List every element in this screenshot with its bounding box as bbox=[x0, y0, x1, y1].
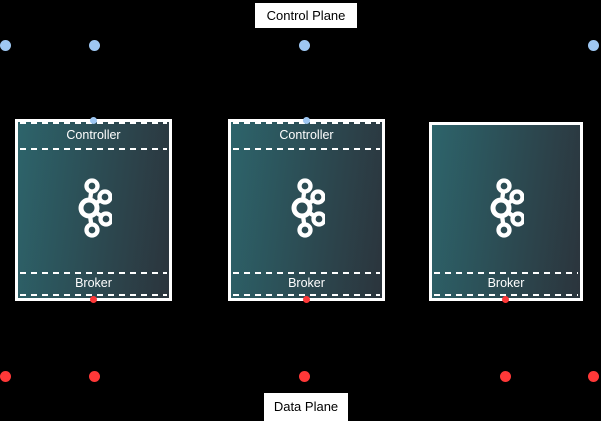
controller-section-label: Controller bbox=[66, 128, 121, 142]
node1-broker-port-dot bbox=[90, 296, 97, 303]
dashed-border-bottom bbox=[233, 294, 380, 296]
kafka-logo-icon bbox=[490, 178, 524, 238]
controller-separator-line bbox=[20, 148, 167, 150]
dashed-border-bottom bbox=[20, 294, 167, 296]
node2-broker-port-dot bbox=[303, 296, 310, 303]
kafka-node-combined-1: Controller Broker bbox=[15, 119, 172, 301]
node2-controller-port-dot bbox=[303, 117, 310, 124]
data-plane-endpoint-dot bbox=[299, 371, 310, 382]
controller-separator-line bbox=[233, 148, 380, 150]
control-plane-endpoint-dot bbox=[0, 40, 11, 51]
control-plane-endpoint-dot bbox=[299, 40, 310, 51]
broker-section-label: Broker bbox=[487, 276, 525, 290]
data-plane-label: Data Plane bbox=[264, 393, 348, 421]
control-plane-endpoint-dot bbox=[89, 40, 100, 51]
kafka-logo-icon bbox=[291, 178, 325, 238]
broker-section-label: Broker bbox=[288, 276, 325, 290]
broker-separator-line bbox=[434, 272, 578, 274]
data-plane-label-text: Data Plane bbox=[273, 399, 339, 414]
broker-separator-line bbox=[20, 272, 167, 274]
broker-section-label: Broker bbox=[75, 276, 112, 290]
node3-broker-port-dot bbox=[502, 296, 509, 303]
kafka-node-broker-only: Broker bbox=[429, 122, 583, 301]
control-plane-label: Control Plane bbox=[255, 3, 357, 28]
data-plane-endpoint-dot bbox=[500, 371, 511, 382]
broker-separator-line bbox=[233, 272, 380, 274]
node1-controller-port-dot bbox=[90, 117, 97, 124]
data-plane-endpoint-dot bbox=[89, 371, 100, 382]
control-plane-label-text: Control Plane bbox=[266, 8, 346, 23]
data-plane-endpoint-dot bbox=[588, 371, 599, 382]
dashed-border-bottom bbox=[434, 294, 578, 296]
kafka-logo-icon bbox=[78, 178, 112, 238]
kafka-node-combined-2: Controller Broker bbox=[228, 119, 385, 301]
control-plane-endpoint-dot bbox=[588, 40, 599, 51]
controller-section-label: Controller bbox=[279, 128, 334, 142]
data-plane-endpoint-dot bbox=[0, 371, 11, 382]
